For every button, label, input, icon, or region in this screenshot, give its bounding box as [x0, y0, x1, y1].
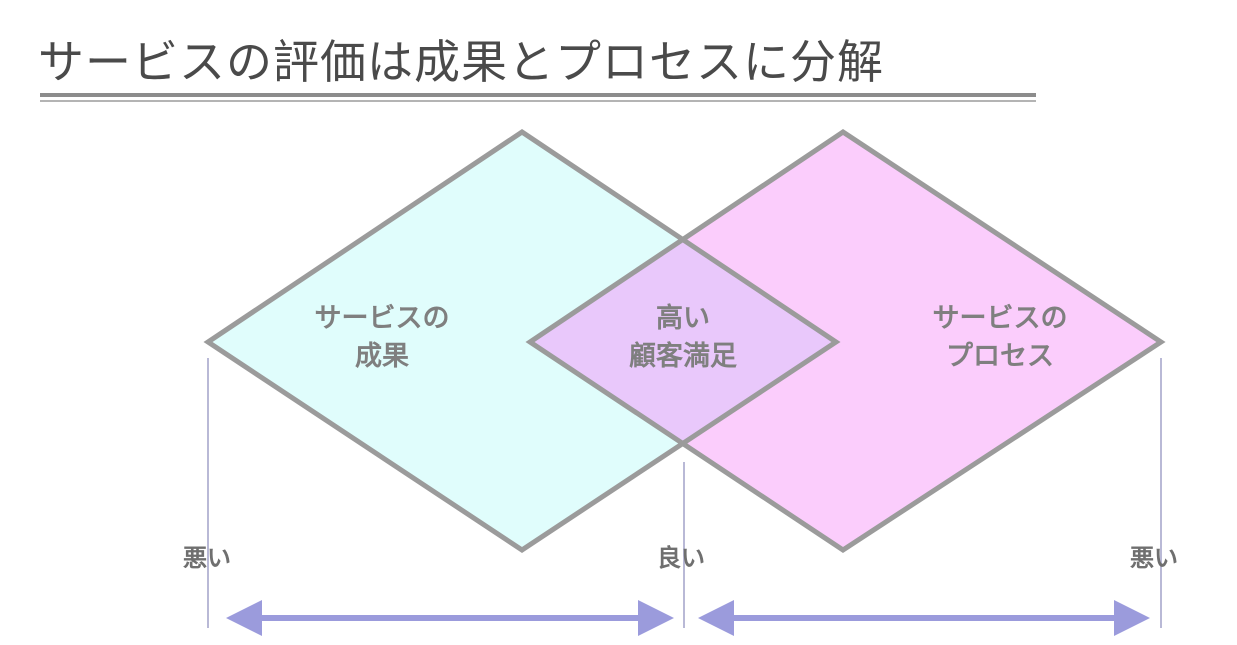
process-label-line2: プロセス: [946, 341, 1054, 372]
process-label: サービスの プロセス: [910, 300, 1090, 376]
outcome-label: サービスの 成果: [292, 300, 472, 376]
title-underline-thin: [40, 100, 1036, 102]
process-label-line1: サービスの: [932, 303, 1068, 334]
process-diamond-outline: [525, 128, 1166, 553]
outcome-label-line2: 成果: [355, 341, 409, 372]
satisfaction-label-line1: 高い: [656, 303, 710, 334]
satisfaction-label: 高い 顧客満足: [608, 300, 758, 376]
title-underline: [40, 93, 1036, 97]
outcome-diamond-outline: [203, 128, 841, 553]
axis-label-left-bad: 悪い: [183, 544, 231, 572]
satisfaction-label-line2: 顧客満足: [629, 341, 737, 372]
page-title: サービスの評価は成果とプロセスに分解: [38, 35, 884, 89]
outcome-label-line1: サービスの: [314, 303, 450, 334]
axis-label-right-bad: 悪い: [1130, 544, 1178, 572]
axis-label-center-good: 良い: [657, 544, 705, 572]
